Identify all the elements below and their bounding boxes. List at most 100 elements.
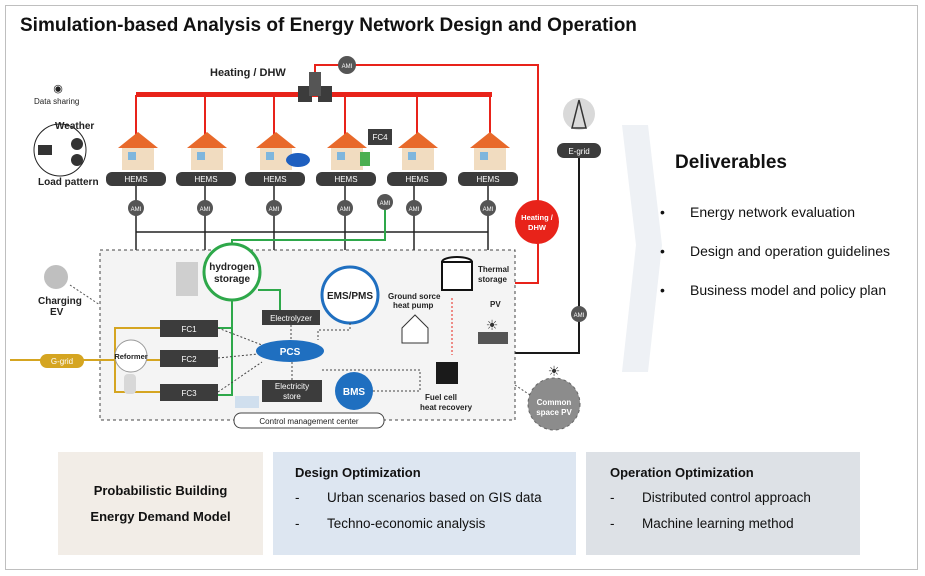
fc2-label: FC2	[181, 355, 197, 364]
fuel-cell-label-2: heat recovery	[420, 403, 473, 412]
heating-dhw-right-label-2: DHW	[528, 223, 547, 232]
ev-charger-icon	[44, 265, 68, 289]
svg-text:HEMS: HEMS	[124, 175, 147, 184]
electricity-store-label-2: store	[283, 392, 301, 401]
figure-frame	[5, 5, 918, 570]
g-grid-label: G-grid	[51, 357, 73, 366]
bms-node	[335, 372, 373, 410]
hydrogen-line-fc	[218, 327, 233, 396]
fuel-cell-label-1: Fuel cell	[425, 393, 457, 402]
ems-pms-label: EMS/PMS	[327, 291, 373, 302]
deliverables-arrow-panel	[622, 125, 662, 372]
heating-dhw-node	[515, 200, 559, 244]
svg-text:AMI: AMI	[483, 207, 494, 213]
ground-source-label-2: heat pump	[393, 301, 434, 310]
e-grid-badge	[557, 143, 601, 158]
sun-icon: ☀	[486, 317, 499, 333]
common-pv-label-2: space PV	[536, 408, 572, 417]
common-pv-label-1: Common	[537, 398, 572, 407]
operation-optimization-heading: Operation Optimization	[610, 465, 754, 480]
pylon-icon-bg	[563, 98, 595, 130]
deliverable-item: •Business model and policy plan	[660, 282, 887, 298]
gas-line-fc1	[114, 327, 160, 360]
page-title: Simulation-based Analysis of Energy Netw…	[20, 15, 637, 36]
hydrogen-line-fc4	[231, 210, 386, 250]
reformer-node	[114, 339, 148, 373]
deliverable-item: •Energy network evaluation	[660, 204, 855, 220]
heat-pump-icon	[401, 314, 429, 344]
fuel-cell-icon	[436, 362, 458, 384]
svg-text:HEMS: HEMS	[476, 175, 499, 184]
heating-dhw-right-label-1: Heating /	[521, 213, 554, 222]
heating-dhw-top-label: Heating / DHW	[210, 67, 286, 79]
operation-optimization-box: Operation Optimization -Distributed cont…	[586, 452, 860, 555]
design-optimization-box: Design Optimization -Urban scenarios bas…	[273, 452, 576, 555]
deliverables-heading: Deliverables	[675, 152, 787, 173]
fc2-pcs-link	[217, 353, 259, 359]
svg-text:AMI: AMI	[269, 207, 280, 213]
design-item: -Urban scenarios based on GIS data	[295, 490, 542, 505]
info-circle	[33, 123, 87, 177]
house-3-icon	[256, 132, 310, 170]
pv-panel-icon	[478, 332, 508, 344]
svg-text:AMI: AMI	[409, 207, 420, 213]
fc3-box	[160, 384, 218, 401]
pv-label: PV	[490, 300, 501, 309]
svg-text:HEMS: HEMS	[334, 175, 357, 184]
probabilistic-line-2: Energy Demand Model	[90, 509, 231, 524]
thermal-storage-body-icon	[441, 261, 473, 291]
svg-text:AMI: AMI	[131, 207, 142, 213]
hems-row: HEMS HEMS HEMS HEMS HEMS HEMS	[106, 172, 518, 186]
fc3-label: FC3	[181, 389, 197, 398]
fc1-box	[160, 320, 218, 337]
ems-link	[317, 323, 351, 340]
data-sharing-label: Data sharing	[34, 97, 79, 106]
common-pv-icon: ☀	[548, 363, 561, 379]
fc3-pcs-link	[217, 361, 263, 393]
control-center-badge	[233, 412, 385, 429]
hydrogen-storage-label-1: hydrogen	[209, 262, 255, 273]
charging-ev-label-2: EV	[50, 307, 64, 318]
ami-top-node	[338, 56, 356, 74]
hydrogen-line-electrolyzer	[258, 289, 281, 310]
gas-line-fc3	[114, 360, 160, 393]
ami-egrid-node	[571, 306, 587, 322]
hydrogen-storage-label-2: storage	[214, 274, 251, 285]
electrolyzer-box	[262, 310, 320, 325]
common-pv-node	[527, 377, 581, 431]
wifi-icon: ◉	[53, 83, 63, 95]
pcs-label: PCS	[280, 347, 301, 358]
svg-text:HEMS: HEMS	[405, 175, 428, 184]
computer-icon	[38, 145, 52, 155]
deliverables-list: •Energy network evaluation •Design and o…	[660, 204, 890, 321]
load-icon	[71, 154, 83, 166]
operation-item: -Machine learning method	[610, 516, 794, 531]
weather-label: Weather	[55, 121, 94, 132]
fc4-label: FC4	[372, 133, 388, 142]
bms-link	[320, 369, 421, 392]
common-pv-link	[514, 384, 531, 396]
fc1-label: FC1	[181, 325, 197, 334]
probabilistic-line-1: Probabilistic Building	[93, 483, 228, 498]
bms-label: BMS	[343, 387, 366, 398]
reformer-tank-icon	[124, 374, 136, 394]
control-center-label: Control management center	[259, 417, 359, 426]
electricity-store-label-1: Electricity	[275, 382, 309, 391]
valve-icon	[318, 86, 332, 102]
svg-text:AMI: AMI	[574, 313, 585, 319]
design-optimization-heading: Design Optimization	[295, 465, 421, 480]
g-grid-badge	[40, 354, 84, 368]
house-6-icon	[470, 132, 510, 170]
svg-text:AMI: AMI	[340, 207, 351, 213]
ami-row: AMI AMI AMI AMI AMI AMI AMI	[128, 186, 496, 250]
weather-icon	[71, 138, 83, 150]
pylon-icon	[571, 99, 587, 129]
storage-building-icon	[176, 262, 198, 296]
probabilistic-model-box: Probabilistic Building Energy Demand Mod…	[58, 452, 263, 555]
svg-text:HEMS: HEMS	[194, 175, 217, 184]
design-item: -Techno-economic analysis	[295, 516, 486, 531]
pcs-node	[256, 340, 324, 362]
e-grid-label: E-grid	[568, 147, 589, 156]
ground-source-label-1: Ground sorce	[388, 292, 441, 301]
